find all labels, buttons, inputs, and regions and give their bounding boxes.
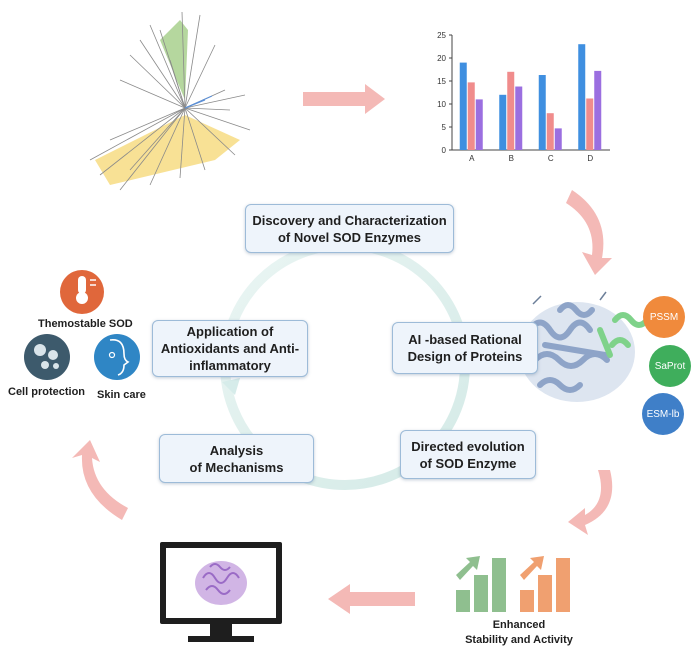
cell-protection-label: Cell protection	[8, 386, 86, 398]
growth-icon	[456, 556, 570, 612]
chart-bar	[459, 62, 467, 150]
chart-bar	[546, 113, 554, 150]
saprot-badge: SaProt	[649, 345, 691, 387]
pssm-badge: PSSM	[643, 296, 685, 338]
chart-y-tick-label: 20	[437, 54, 446, 63]
chart-x-tick-label: B	[509, 154, 514, 163]
cell-protection-icon	[24, 334, 70, 380]
chart-bar	[515, 86, 523, 150]
skin-care-label: Skin care	[97, 389, 146, 401]
tree-clade-yellow	[95, 115, 240, 185]
computer-monitor	[160, 542, 282, 642]
arrow-chart-to-protein	[566, 190, 612, 275]
chart-y-tick-label: 10	[437, 100, 446, 109]
chart-bar	[507, 71, 515, 150]
chart-bar	[554, 128, 562, 150]
chart-bar	[578, 44, 586, 151]
chart-y-tick-label: 0	[442, 146, 447, 155]
chart-bar	[499, 94, 507, 150]
chart-x-tick-label: C	[548, 154, 554, 163]
bar-chart: 0 5 10 15 20 25A B C D	[437, 31, 610, 163]
arrow-protein-to-growth	[568, 470, 613, 535]
phylogenetic-tree	[89, 11, 251, 191]
skin-care-icon	[94, 334, 140, 380]
chart-y-tick-label: 25	[437, 31, 446, 40]
arrow-growth-to-monitor	[328, 584, 415, 614]
thermometer-icon	[60, 270, 104, 314]
tree-clade-green	[160, 20, 188, 100]
chart-bar	[594, 70, 602, 150]
discovery-box: Discovery and Characterization of Novel …	[245, 204, 454, 253]
directed-evolution-box: Directed evolution of SOD Enzyme	[400, 430, 536, 479]
chart-bar	[475, 99, 483, 150]
chart-bar	[586, 98, 594, 150]
chart-y-tick-label: 15	[437, 77, 446, 86]
chart-bar	[467, 82, 475, 150]
chart-y-tick-label: 5	[442, 123, 447, 132]
arrow-tree-to-chart	[303, 84, 385, 114]
ai-design-box: AI -based Rational Design of Proteins	[392, 322, 538, 374]
protein-structure	[519, 291, 650, 402]
mechanisms-box: Analysis of Mechanisms	[159, 434, 314, 483]
chart-x-tick-label: D	[587, 154, 593, 163]
enhanced-label: Enhanced Stability and Activity	[465, 619, 573, 646]
esm-badge: ESM-lb	[642, 393, 684, 435]
chart-bar	[538, 75, 546, 150]
thermostable-label: Themostable SOD	[38, 318, 133, 330]
chart-x-tick-label: A	[469, 154, 475, 163]
application-box: Application of Antioxidants and Anti- in…	[152, 320, 308, 377]
arrow-monitor-to-applications	[72, 440, 128, 520]
